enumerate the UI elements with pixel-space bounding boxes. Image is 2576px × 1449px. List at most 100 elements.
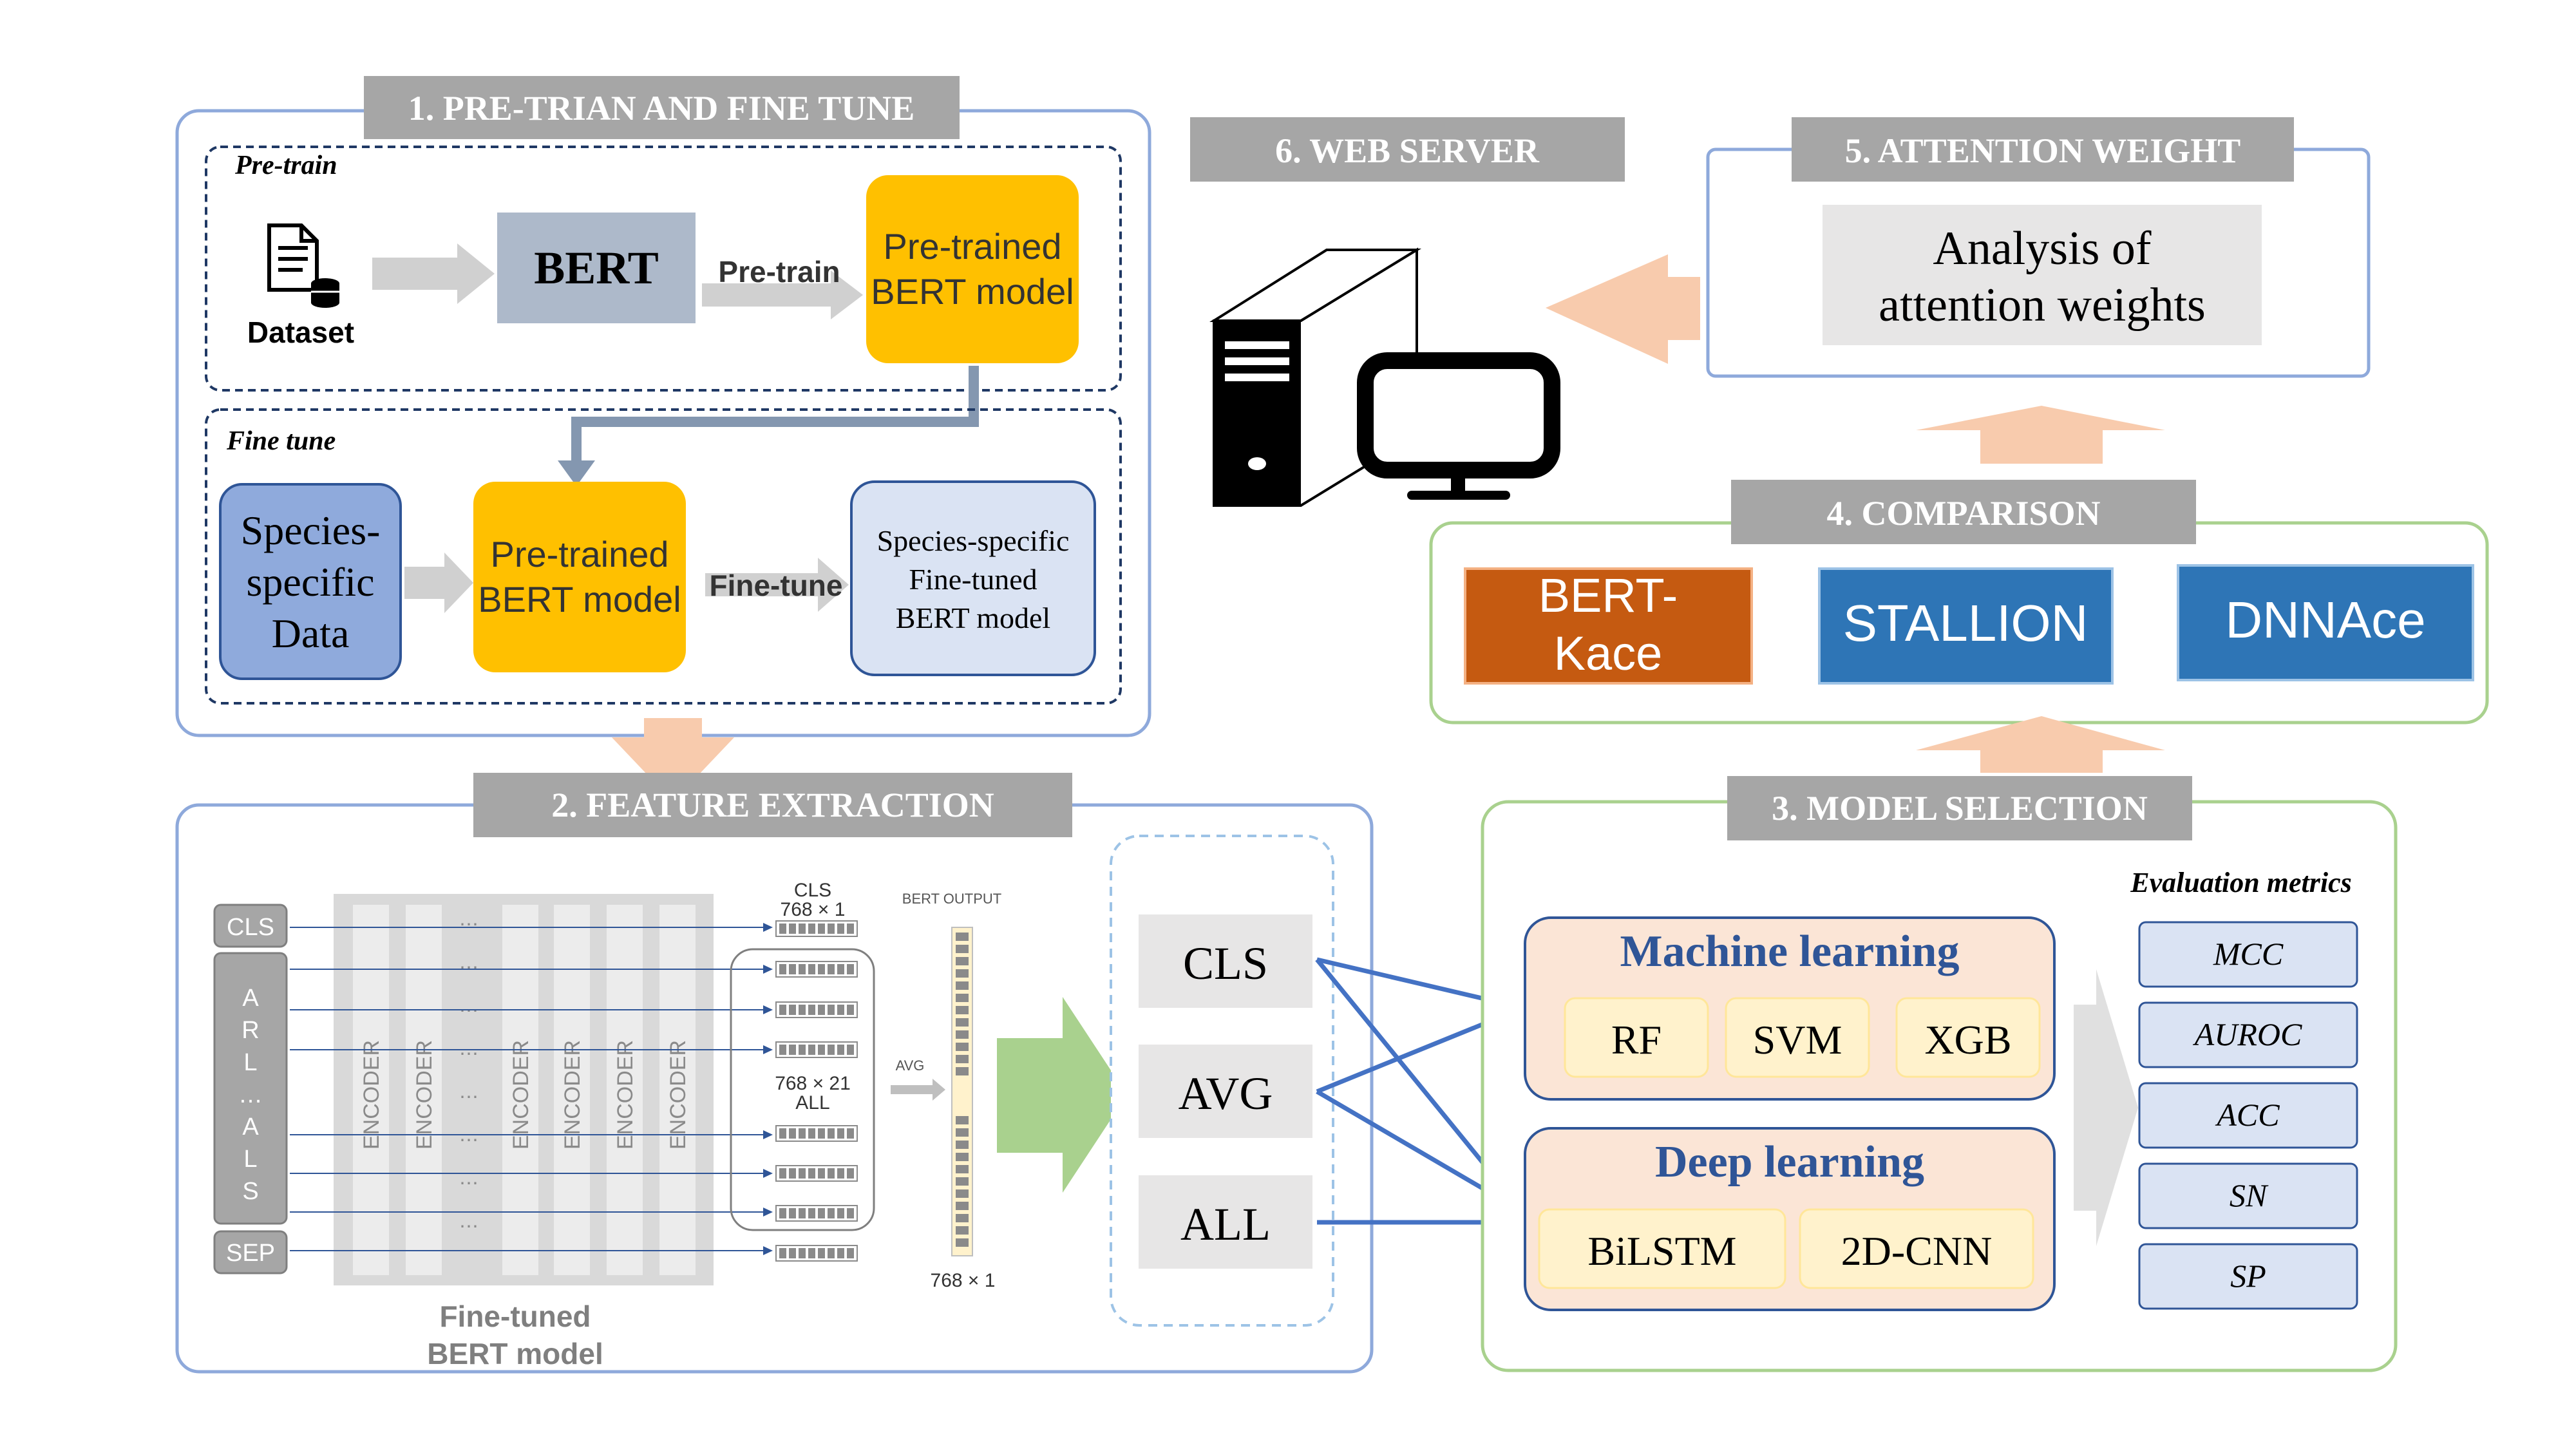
output-dim-label: 768 × 1: [931, 1270, 996, 1291]
output-vector-cell: [808, 1248, 815, 1258]
pretrained-bottom-line1: Pre-trained: [490, 534, 668, 574]
encoder-column: [659, 905, 696, 1275]
token-sep-label: SEP: [226, 1240, 275, 1267]
encoder-row-arrowhead: [763, 1169, 773, 1178]
dl-model-bilstm: [1538, 1208, 1786, 1289]
section-1-header: [364, 76, 960, 139]
output-vector-cell: [789, 1248, 796, 1258]
ml-model-rf-label: RF: [1611, 1017, 1662, 1063]
token-sequence: [213, 952, 288, 1225]
output-vectors: [775, 920, 858, 1262]
output-vector-cell: [828, 1005, 835, 1015]
encoder-label: ENCODER: [412, 1040, 437, 1150]
model-bert-kace: [1464, 567, 1753, 685]
output-vector-cell: [828, 1168, 835, 1179]
encoder-row-arrowhead: [763, 1130, 773, 1139]
bert-box: [497, 213, 696, 323]
output-vector-cell: [799, 1005, 806, 1015]
bert-output-cell: [956, 1153, 969, 1161]
dataset-icon: [267, 223, 339, 308]
attention-line1: Analysis of: [1933, 222, 2152, 275]
section-comparison: 4. COMPARISON BERT- Kace STALLION DNNAce: [1429, 480, 2489, 724]
output-vector-cell: [828, 1045, 835, 1055]
output-vector-cell: [789, 1045, 796, 1055]
output-vector-cell: [799, 1128, 806, 1139]
bert-output-cell: [956, 1006, 969, 1014]
monitor-icon: [1357, 352, 1560, 500]
output-vector-cell: [828, 1208, 835, 1218]
bert-output-cell: [956, 1116, 969, 1124]
encoder-column: [607, 905, 643, 1275]
section-6-title: 6. WEB SERVER: [1275, 131, 1540, 170]
finetuned-line2: Fine-tuned: [909, 563, 1037, 596]
finetune-box: [205, 408, 1122, 705]
ml-model-rf: [1564, 997, 1709, 1078]
encoder-column: [502, 905, 538, 1275]
species-data-line1: Species-: [241, 507, 381, 553]
output-vector-cell: [818, 1168, 825, 1179]
metric-box: [2138, 1082, 2358, 1149]
encoder-column: [554, 905, 590, 1275]
token-letter: A: [242, 1113, 259, 1141]
bert-output-cell: [956, 1214, 969, 1222]
output-vector-cell: [818, 1128, 825, 1139]
encoder-row-arrowhead: [763, 923, 773, 932]
output-vector-cell: [828, 1248, 835, 1258]
bert-output-cell: [956, 1226, 969, 1235]
encoder-dots: ⋯: [459, 1086, 478, 1108]
output-vector-cell: [808, 1128, 815, 1139]
arrow-comparison-to-attention: [1916, 406, 2165, 464]
encoder-label: ENCODER: [509, 1040, 533, 1150]
ml-model-xgb-label: XGB: [1924, 1017, 2011, 1063]
token-letter: …: [238, 1081, 263, 1108]
encoder-connection-lines: [290, 923, 773, 1255]
bert-output-cell: [956, 1189, 969, 1198]
section-3-title: 3. MODEL SELECTION: [1772, 789, 2148, 828]
output-vector-cell: [799, 1045, 806, 1055]
model-bert-kace-line2: Kace: [1554, 627, 1663, 680]
section-6-header: [1190, 117, 1625, 182]
token-letter: L: [243, 1049, 257, 1076]
output-vector-cell: [808, 964, 815, 974]
output-vector-cell: [779, 1128, 786, 1139]
section-pretrain-finetune: 1. PRE-TRIAN AND FINE TUNE Pre-train Dat…: [175, 76, 1151, 737]
all-output-bracket: [730, 948, 875, 1231]
feature-all-box: [1139, 1175, 1312, 1269]
section-3-header: [1727, 776, 2192, 840]
all-dim-line1: 768 × 21: [775, 1073, 851, 1094]
arrow-pretrain: [702, 270, 863, 319]
bert-label: BERT: [534, 242, 659, 294]
output-vector-cell: [847, 1248, 854, 1258]
output-vector-cell: [818, 1005, 825, 1015]
metric-label: MCC: [2213, 936, 2284, 972]
finetuned-model-box: [850, 480, 1096, 676]
arrow-dataset-to-bert: [372, 243, 495, 304]
encoder-dots: ⋯: [459, 1173, 478, 1194]
output-vector-cell: [828, 1128, 835, 1139]
output-vector-cell: [808, 1168, 815, 1179]
bert-output-cell: [956, 1238, 969, 1247]
output-vector-cell: [837, 1208, 844, 1218]
cls-dim-line1: CLS: [794, 880, 831, 901]
bert-output-cell: [956, 933, 969, 941]
output-vector-cell: [837, 1168, 844, 1179]
output-vector-cell: [779, 1248, 786, 1258]
bert-output-cell: [956, 1128, 969, 1137]
output-vector-cell: [847, 1128, 854, 1139]
encoder-dots: ⋯: [459, 1130, 478, 1151]
output-vector-cell: [847, 1208, 854, 1218]
output-vector-cell: [789, 1128, 796, 1139]
attention-analysis-box: [1823, 205, 2262, 345]
bert-output-cell: [956, 1067, 969, 1075]
encoder-row-arrowhead: [763, 965, 773, 974]
metrics-chevron: [2074, 969, 2138, 1246]
output-vector: [775, 1125, 858, 1142]
bert-output-cell: [956, 969, 969, 978]
output-vector-cell: [837, 1128, 844, 1139]
encoder-label: ENCODER: [359, 1040, 384, 1150]
metric-box: [2138, 921, 2358, 988]
encoder-row-arrowhead: [763, 1045, 773, 1054]
output-vector-cell: [789, 964, 796, 974]
